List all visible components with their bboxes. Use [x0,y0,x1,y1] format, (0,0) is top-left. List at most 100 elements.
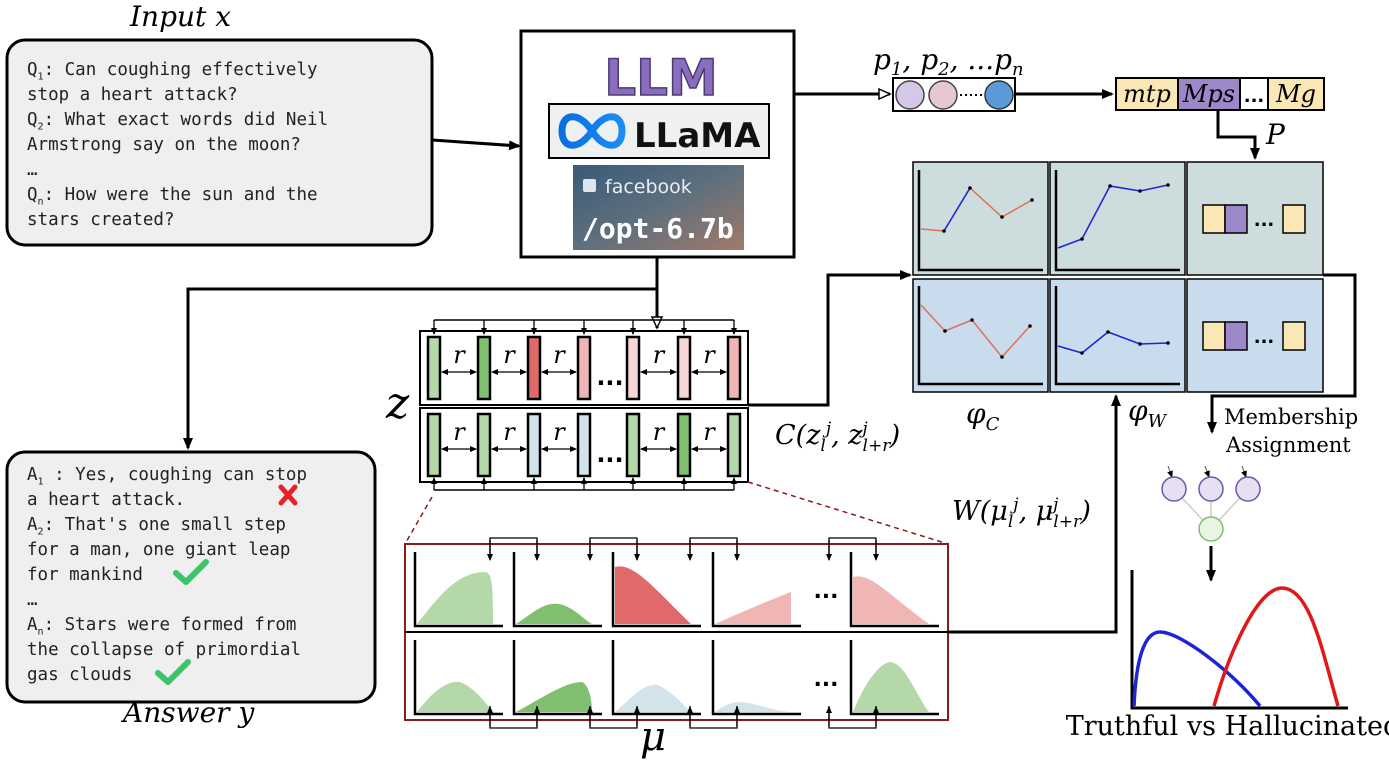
z-bar-bot [625,412,641,478]
strip-text-dots: ... [1244,86,1265,107]
z-bar-top [576,335,592,401]
z-bar-top [426,335,442,401]
mu-distribution-top [711,552,801,628]
answer-line: for a man, one giant leap [27,540,291,560]
mini-network-icon [1161,465,1261,542]
phi-c-label: φC [966,397,1000,435]
strip-text-mg: Mg [1275,80,1316,108]
svg-text:...: ... [1254,327,1275,348]
phi-w-label: φW [1128,394,1168,432]
question-line: Qn: How were the sun and the [27,185,318,208]
r-label: r [703,341,716,369]
answer-line: for mankind [27,565,143,585]
strip-cell-mps [1177,77,1241,111]
metric-panels: ... ... [912,161,1324,393]
answer-line: the collapse of primordial [27,640,301,660]
mu-dots: ... [813,667,838,692]
mu-distribution-top [512,552,602,628]
check-mark-icon [173,559,209,585]
zoom-line-right [747,481,949,545]
z-bar-bot [726,412,742,478]
mu-distribution-bot [413,640,503,716]
r-label: r [653,418,666,446]
z-label: z [385,378,410,429]
strip-cell-mg [1267,77,1325,111]
llama-label: LLaMA [634,116,761,156]
r-label: r [453,341,466,369]
input-title: Input x [129,0,231,33]
llm-title: LLM [604,49,717,107]
r-label: r [503,341,516,369]
r-label: r [453,418,466,446]
answer-line: An: Stars were formed from [27,615,297,638]
meta-logo-icon [558,113,626,149]
z-bar-bot [426,412,442,478]
r-label: r [553,341,566,369]
z-dots: ... [596,440,623,468]
mu-distribution-bot [611,640,701,716]
answer-line: A1 : Yes, coughing can stop [27,465,307,488]
z-bar-top [526,335,542,401]
input-box [5,38,434,247]
r-label: r [653,341,666,369]
wrong-mark-icon [278,484,298,506]
z-bar-bot [476,412,492,478]
z-dots: ... [596,363,623,391]
strip-label-p: P [1265,118,1286,151]
strip-text-mps: Mps [1182,80,1235,108]
llama-badge [548,103,770,159]
result-label: Truthful vs Hallucinated [1066,711,1389,742]
z-bar-top [726,335,742,401]
token-p1 [895,80,925,110]
strip-text-mtp: mtp [1123,80,1171,108]
answer-lines: A1 : Yes, coughing can stop a heart atta… [27,463,307,688]
strip-to-panel-arrow [1216,110,1260,160]
opt-org: facebook [605,176,692,198]
z-bar-bot [676,412,692,478]
mu-distribution-bot [512,640,602,716]
check-mark-icon [155,659,191,685]
mu-distribution-top [611,552,701,628]
question-line: Armstrong say on the moon? [27,135,301,155]
input-to-llm-arrow [431,138,521,151]
input-questions: Q1: Can coughing effectively stop a hear… [27,58,328,233]
token-pn [984,80,1014,110]
c-function-label: C(zlj, zl+rj) [775,419,900,456]
question-line: … [27,160,38,180]
mu-dots: ... [813,579,838,604]
z-to-phi-arrow [748,270,912,407]
question-line: Q2: What exact words did Neil [27,110,329,133]
question-line: stop a heart attack? [27,85,238,105]
mu-label: μ [640,714,666,760]
zoom-line-left [404,496,433,545]
answer-line: … [27,590,38,610]
answer-line: a heart attack. [27,490,186,510]
hf-logo-icon [583,179,596,192]
z-bar-top [625,335,641,401]
opt-badge [573,165,744,250]
membership-label: Membership [1224,405,1358,429]
mu-distribution-bot [849,640,939,716]
z-bar-top [676,335,692,401]
answer-title: Answer y [120,696,255,729]
opt-model: /opt-6.7b [582,212,734,245]
question-line: Q1: Can coughing effectively [27,60,318,83]
question-line: stars created? [27,210,175,230]
assignment-label: Assignment [1225,433,1351,457]
r-label: r [703,418,716,446]
w-function-label: W(μlj, μl+rj) [952,495,1091,532]
llm-to-answer-arrow [183,287,657,450]
r-label: r [503,418,516,446]
panel-to-membership-arrow [1207,273,1357,434]
z-bar-bot [576,412,592,478]
tokens-label: p1, p2, ...pn [873,43,1024,80]
token-p2 [928,80,958,110]
mu-to-phi-arrow [948,394,1121,634]
mu-distribution-top [413,552,503,628]
z-bar-top [476,335,492,401]
result-plot [1130,570,1348,710]
mu-distribution-top [849,552,939,628]
r-label: r [553,418,566,446]
answer-line: gas clouds [27,665,133,685]
z-bar-bot [526,412,542,478]
